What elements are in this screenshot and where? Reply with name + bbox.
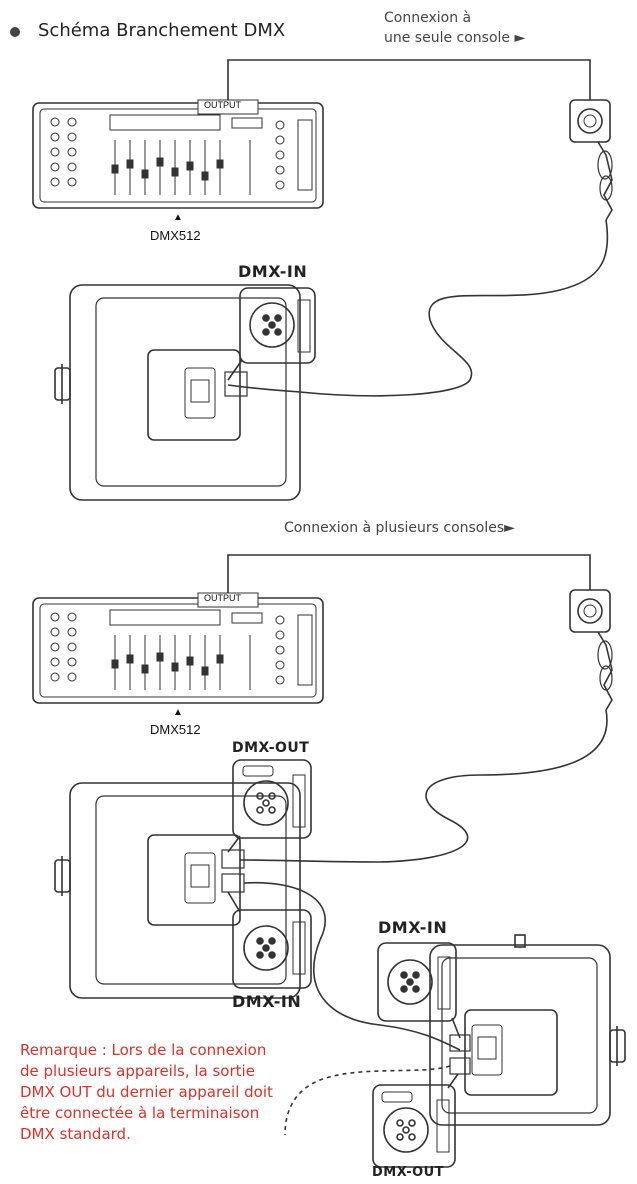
dmx512-controller-1 xyxy=(32,102,324,209)
fixture-2 xyxy=(54,782,301,999)
controller-label-1: DMX512 xyxy=(150,228,201,243)
dmx-out-callout-2 xyxy=(372,1073,459,1168)
output-label-2: OUTPUT xyxy=(204,593,241,603)
dmx-out-callout-1 xyxy=(227,759,312,853)
dmx-in-callout-2 xyxy=(227,891,312,989)
page-title: Schéma Branchement DMX xyxy=(38,20,286,41)
termination-note: Remarque : Lors de la connexion de plusi… xyxy=(20,1041,273,1143)
dmx-out-label-1: DMX-OUT xyxy=(232,740,310,756)
fixture-3 xyxy=(429,934,626,1126)
output-label-1: OUTPUT xyxy=(204,100,241,110)
dmx512-controller-2 xyxy=(32,597,324,704)
controller-label-2: DMX512 xyxy=(150,722,201,737)
title-bullet xyxy=(10,27,20,37)
dmx-in-callout-3 xyxy=(377,942,461,1039)
dmx-in-callout-1 xyxy=(227,287,316,381)
xlr-plug-1 xyxy=(569,99,613,221)
multi-connection-label: Connexion à plusieurs consoles► xyxy=(284,520,515,536)
up-arrow-icon: ▲ xyxy=(173,707,183,718)
xlr-plug-2 xyxy=(569,589,613,711)
dmx-in-label-2: DMX-IN xyxy=(232,992,302,1011)
single-connection-label-line1: Connexion à xyxy=(384,10,472,26)
dmx-in-label-1: DMX-IN xyxy=(238,262,308,281)
fixture-1 xyxy=(54,284,301,501)
dmx-out-label-2: DMX-OUT xyxy=(372,1165,445,1180)
single-connection-label-line2: une seule console ► xyxy=(384,30,526,46)
up-arrow-icon: ▲ xyxy=(173,212,183,223)
dmx-in-label-3: DMX-IN xyxy=(378,918,448,937)
